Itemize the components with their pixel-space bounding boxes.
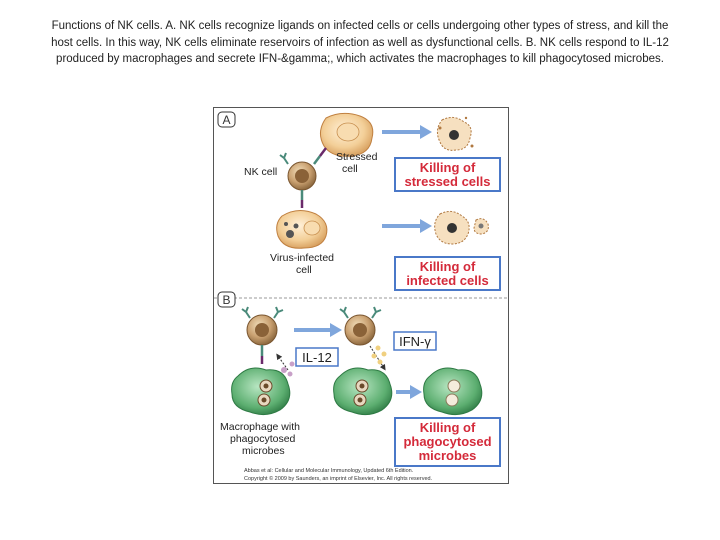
killing-microbes-line2: phagocytosed [403,434,491,449]
killing-infected-line2: infected cells [406,273,488,288]
dying-stressed-cell-icon [436,116,474,151]
il12-molecule [287,371,293,377]
il12-label: IL-12 [302,350,332,365]
killing-stressed-box: Killing of stressed cells [394,157,501,192]
nk-cell-a [279,147,327,208]
stressed-cell-label-2: cell [342,163,358,175]
killing-microbes-box: Killing of phagocytosed microbes [394,417,501,467]
stressed-cell-label-1: Stressed [336,151,378,163]
nk-cell-b1 [241,306,284,364]
ifn-arrow [369,345,386,371]
credit-line-2: Copyright © 2009 by Saunders, an imprint… [244,475,433,482]
panel-b-badge: B [217,291,236,308]
il12-arrow [276,353,289,371]
il12-molecule [289,361,295,367]
il12-molecule [281,367,287,373]
figure-caption: Functions of NK cells. A. NK cells recog… [51,20,669,65]
ifn-molecule [381,351,387,357]
killing-infected-box: Killing of infected cells [394,256,501,291]
arrow-head [330,323,342,337]
arrow-head [420,219,432,233]
virus-infected-label-1: Virus-infected [270,252,334,264]
ifn-molecule [375,345,381,351]
nk-cell-label: NK cell [244,166,277,178]
ifn-molecule [377,359,383,365]
ifn-box: IFN-γ [393,331,437,351]
il12-box: IL-12 [295,347,339,367]
killing-microbes-line3: microbes [419,448,477,463]
nk-cell-functions-figure: A Stressed cell Killing of stressed cell… [213,107,509,484]
stressed-cell [320,112,374,157]
nk-cell-b2 [339,306,382,346]
killing-infected-line1: Killing of [420,259,476,274]
virus-infected-label-2: cell [296,264,312,276]
macrophage-label-3: microbes [242,445,285,457]
macrophage-3-activated [423,367,483,416]
macrophage-label-2: phagocytosed [230,433,296,445]
dying-infected-cell-icon [434,210,489,245]
panel-a-badge: A [217,111,236,128]
panel-b-letter: B [222,293,230,307]
credit-line-1: Abbas et al: Cellular and Molecular Immu… [244,468,414,474]
virus-infected-cell [276,210,328,249]
arrow-head [410,385,422,399]
killing-stressed-line2: stressed cells [404,174,490,189]
macrophage-1 [231,367,291,416]
panel-a-letter: A [222,113,230,127]
ifn-gamma-label: IFN-γ [399,334,431,349]
ifn-molecule [371,353,377,359]
killing-microbes-line1: Killing of [420,420,476,435]
macrophage-label-1: Macrophage with [220,421,300,433]
panel-b: B IL-12 [217,291,501,482]
arrow-head [420,125,432,139]
macrophage-2 [333,367,393,416]
panel-a: A Stressed cell Killing of stressed cell… [217,111,501,291]
killing-stressed-line1: Killing of [420,160,476,175]
